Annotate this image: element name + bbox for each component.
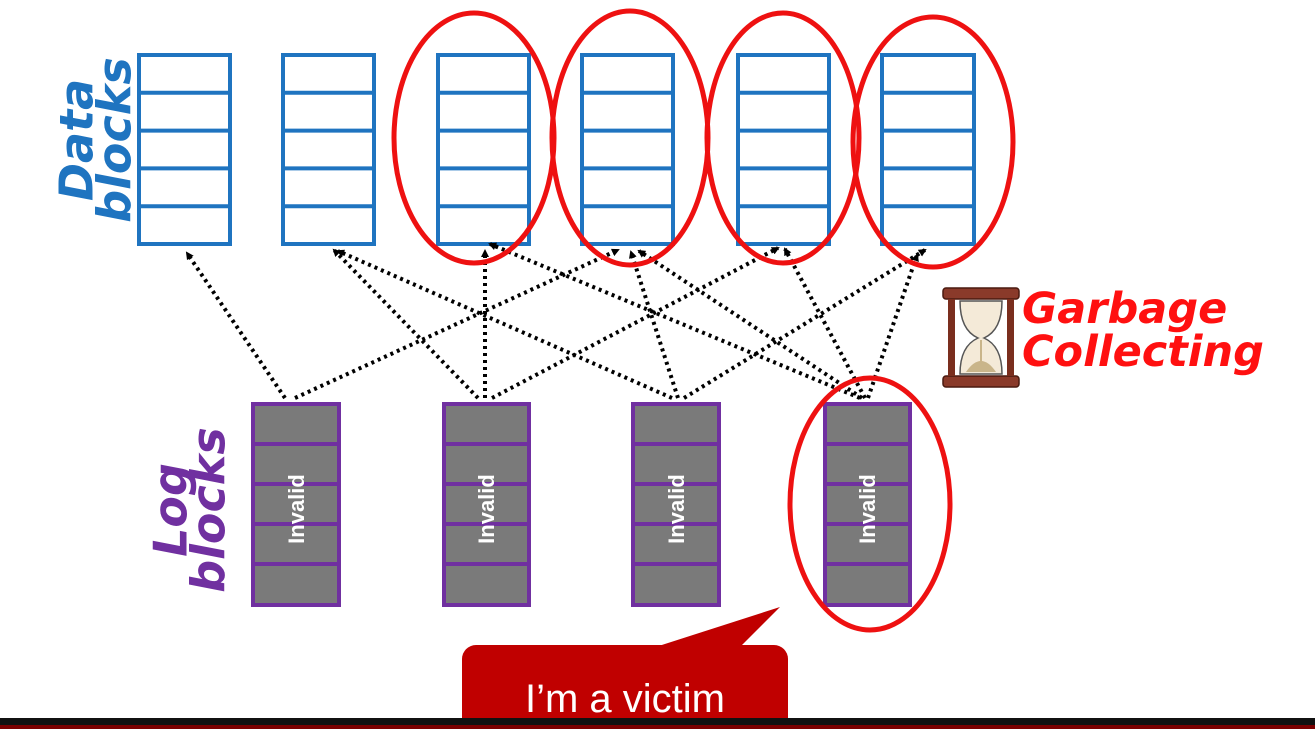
arrow-log2-data5 bbox=[491, 246, 780, 400]
log-blocks bbox=[251, 402, 912, 607]
victim-circle-data-6 bbox=[850, 14, 1016, 270]
data-blocks bbox=[137, 53, 976, 246]
garbage-collecting-line2: Collecting bbox=[1022, 327, 1264, 377]
invalid-label-3: Invalid bbox=[664, 474, 689, 544]
data-block-5 bbox=[736, 53, 831, 246]
data-block-6 bbox=[880, 53, 976, 246]
bottom-bar bbox=[0, 718, 1315, 729]
invalid-labels: Invalid Invalid Invalid Invalid bbox=[284, 474, 880, 544]
arrow-log4-data5 bbox=[783, 247, 867, 399]
victim-callout: I’m a victim bbox=[462, 645, 788, 729]
arrow-log1-data4 bbox=[294, 248, 620, 400]
arrow-log3-data4 bbox=[629, 250, 680, 399]
hourglass-icon bbox=[942, 287, 1020, 388]
garbage-collecting-line1: Garbage bbox=[1022, 284, 1228, 334]
invalid-label-1: Invalid bbox=[284, 474, 309, 544]
callout-pointer bbox=[640, 607, 780, 652]
log-block-4 bbox=[823, 402, 912, 607]
victim-circle-data-5 bbox=[704, 10, 862, 266]
garbage-collecting-label: Garbage Collecting bbox=[1022, 288, 1264, 374]
data-block-3 bbox=[436, 53, 531, 246]
invalid-label-2: Invalid bbox=[474, 474, 499, 544]
arrow-log3-data6 bbox=[682, 248, 927, 400]
data-block-2 bbox=[281, 53, 376, 246]
log-block-2 bbox=[442, 402, 531, 607]
arrow-log4-data4 bbox=[637, 249, 864, 400]
victim-circles bbox=[391, 8, 1016, 633]
gc-diagram: Invalid Invalid Invalid Invalid bbox=[137, 8, 1020, 633]
invalid-label-4: Invalid bbox=[855, 474, 880, 544]
victim-circle-log-4 bbox=[787, 375, 953, 633]
log-block-1 bbox=[251, 402, 341, 607]
log-block-3 bbox=[631, 402, 721, 607]
arrow-log1-data1 bbox=[185, 251, 287, 400]
arrow-log3-data2 bbox=[336, 249, 673, 400]
mapping-arrows bbox=[185, 242, 927, 400]
bottom-bar-accent bbox=[0, 725, 1315, 729]
data-block-1 bbox=[137, 53, 232, 246]
data-block-4 bbox=[580, 53, 675, 246]
